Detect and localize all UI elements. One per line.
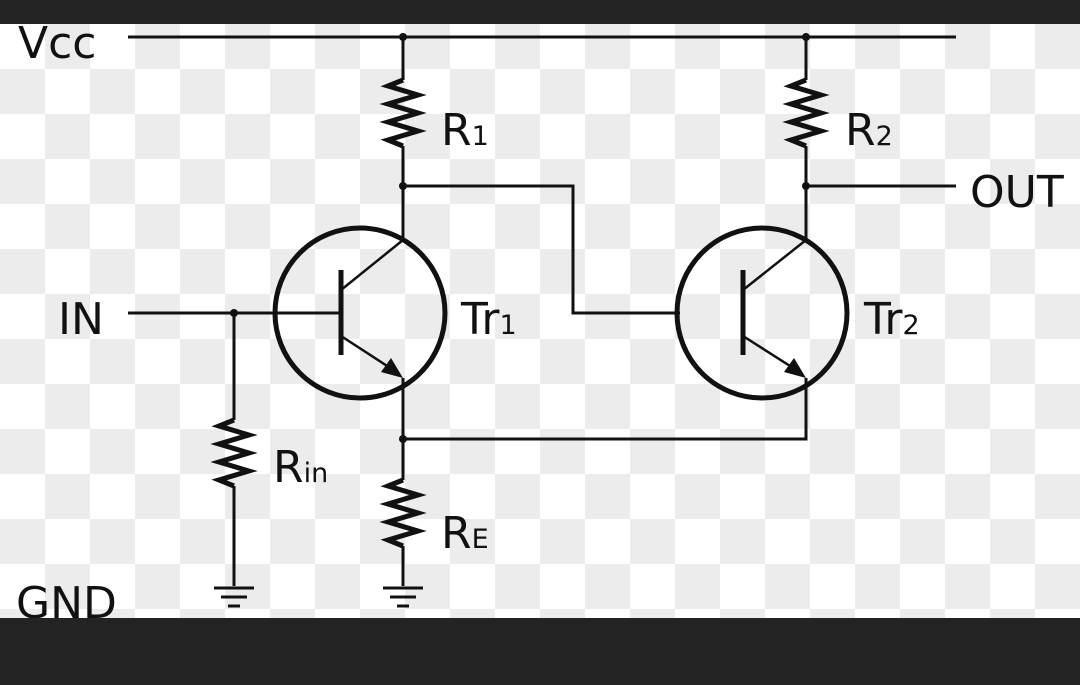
rin-label: Rin — [273, 442, 328, 493]
ground-symbol-re — [383, 586, 423, 608]
wire-tr2-emitter — [403, 378, 808, 441]
resistor-r2 — [782, 37, 830, 186]
in-label: IN — [58, 294, 104, 345]
re-label: RE — [441, 508, 489, 559]
r2-label: R2 — [845, 105, 893, 156]
gnd-label: GND — [16, 578, 117, 618]
resistor-r1 — [379, 37, 427, 186]
ground-symbol-rin — [214, 586, 254, 608]
vcc-label: Vcc — [18, 24, 96, 69]
resistor-re — [379, 439, 427, 586]
resistor-rin — [210, 313, 258, 586]
schematic-image: Vcc GND IN OUT R1 R2 Rin RE Tr1 Tr2 — [0, 24, 1080, 618]
tr1-label: Tr1 — [460, 294, 517, 345]
r1-label: R1 — [441, 105, 489, 156]
wire-tr1-to-tr2-base — [403, 184, 680, 315]
out-label: OUT — [970, 167, 1064, 218]
transistor-tr2 — [674, 225, 850, 401]
circuit-schematic: Vcc GND IN OUT R1 R2 Rin RE Tr1 Tr2 — [16, 24, 1064, 618]
tr2-label: Tr2 — [863, 294, 920, 345]
transistor-tr1 — [272, 225, 448, 401]
